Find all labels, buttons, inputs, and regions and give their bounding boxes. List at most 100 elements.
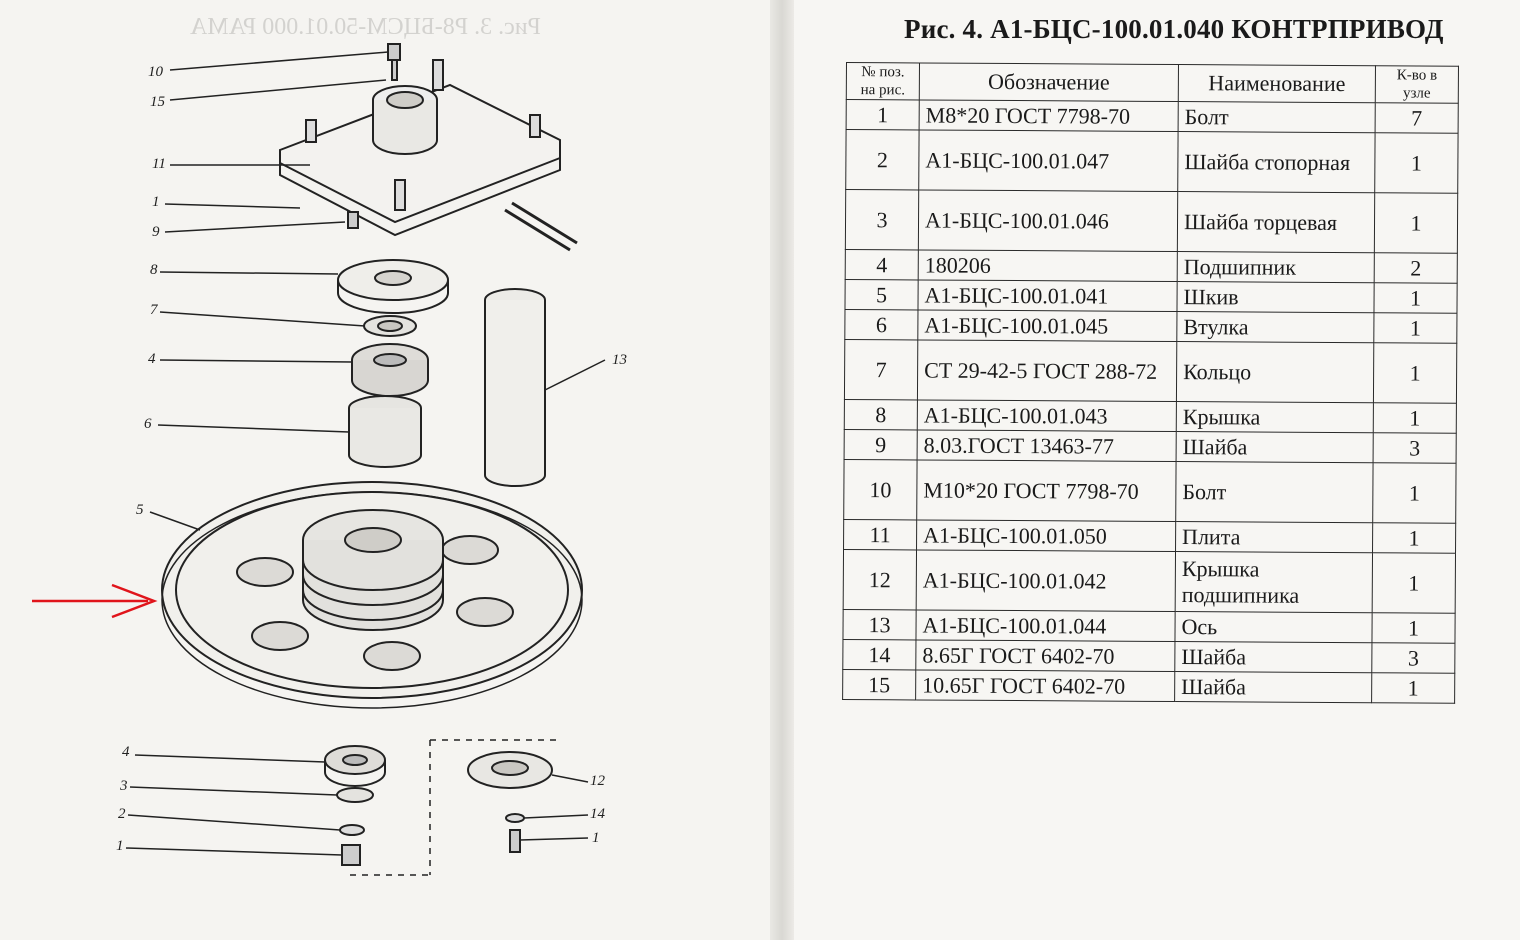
column-header-qty: К-во в узле <box>1375 65 1459 104</box>
row-pos: 9 <box>844 429 918 460</box>
row-name: Втулка <box>1176 311 1374 343</box>
callout-9: 9 <box>152 224 160 240</box>
callout-10: 10 <box>148 64 164 80</box>
callout-4b: 4 <box>122 744 130 760</box>
page-title: Рис. 4. А1-БЦС-100.01.040 КОНТРПРИВОД <box>904 14 1444 44</box>
row-pos: 11 <box>843 519 917 550</box>
row-designation: А1-БЦС-100.01.047 <box>918 129 1179 192</box>
row-name: Крышка <box>1176 401 1374 433</box>
callout-6: 6 <box>144 416 152 432</box>
callout-12: 12 <box>590 773 606 789</box>
callout-11: 11 <box>152 156 166 172</box>
row-pos: 15 <box>842 669 916 700</box>
callout-1c: 1 <box>592 830 600 846</box>
column-header-designation: Обозначение <box>919 62 1179 102</box>
row-qty: 1 <box>1374 192 1458 254</box>
row-name: Кольцо <box>1176 341 1374 403</box>
row-name: Шайба стопорная <box>1177 131 1376 193</box>
row-name: Шайба торцевая <box>1177 191 1375 253</box>
row-pos: 14 <box>842 639 916 670</box>
row-name: Шкив <box>1176 281 1375 313</box>
callout-5: 5 <box>136 502 144 518</box>
row-designation: 10.65Г ГОСТ 6402-70 <box>915 669 1175 702</box>
callout-2: 2 <box>118 806 126 822</box>
row-designation: А1-БЦС-100.01.042 <box>916 549 1176 612</box>
row-qty: 1 <box>1373 312 1457 344</box>
table-header-row: № поз. на рис. Обозначение Наименование … <box>846 62 1459 104</box>
row-designation: А1-БЦС-100.01.044 <box>915 609 1176 642</box>
row-designation: СТ 29-42-5 ГОСТ 288-72 <box>917 339 1177 402</box>
callout-1b: 1 <box>116 838 124 854</box>
row-pos: 1 <box>846 99 920 130</box>
column-header-name: Наименование <box>1178 64 1376 103</box>
row-qty: 2 <box>1374 252 1458 284</box>
row-qty: 1 <box>1371 672 1455 704</box>
row-name: Болт <box>1175 461 1374 523</box>
callout-13: 13 <box>612 352 627 368</box>
row-designation: 8.65Г ГОСТ 6402-70 <box>915 639 1175 672</box>
row-qty: 1 <box>1372 462 1457 524</box>
row-pos: 8 <box>844 399 918 430</box>
row-qty: 3 <box>1373 432 1457 464</box>
row-designation: А1-БЦС-100.01.045 <box>917 309 1177 342</box>
row-name: Крышка подшипника <box>1175 551 1373 613</box>
column-header-pos: № поз. на рис. <box>846 62 920 100</box>
callout-1: 1 <box>152 194 160 210</box>
row-designation: М10*20 ГОСТ 7798-70 <box>916 459 1177 522</box>
row-qty: 1 <box>1372 522 1456 554</box>
row-designation: 180206 <box>918 249 1178 282</box>
row-designation: А1-БЦС-100.01.041 <box>917 279 1178 312</box>
row-name: Плита <box>1175 521 1373 553</box>
row-designation: А1-БЦС-100.01.046 <box>918 189 1178 252</box>
row-pos: 13 <box>842 609 917 640</box>
row-pos: 3 <box>845 189 919 250</box>
row-pos: 5 <box>844 279 919 310</box>
row-designation: А1-БЦС-100.01.043 <box>917 399 1177 432</box>
callout-3: 3 <box>119 778 128 794</box>
row-name: Шайба <box>1176 431 1374 463</box>
callout-7: 7 <box>150 302 159 318</box>
row-designation: М8*20 ГОСТ 7798-70 <box>919 99 1179 132</box>
row-designation: А1-БЦС-100.01.050 <box>916 519 1176 552</box>
row-name: Шайба <box>1174 641 1372 673</box>
callout-14: 14 <box>590 806 606 822</box>
red-arrow-annotation <box>32 583 158 619</box>
callout-4: 4 <box>148 351 156 367</box>
row-pos: 4 <box>845 249 919 280</box>
parts-table: № поз. на рис. Обозначение Наименование … <box>842 62 1459 704</box>
row-pos: 2 <box>845 129 920 190</box>
row-pos: 6 <box>844 309 918 340</box>
row-pos: 10 <box>843 459 918 520</box>
row-qty: 1 <box>1373 282 1458 314</box>
row-qty: 1 <box>1374 132 1459 194</box>
row-qty: 7 <box>1375 102 1459 134</box>
right-page <box>780 0 1520 940</box>
row-designation: 8.03.ГОСТ 13463-77 <box>917 429 1177 462</box>
row-qty: 1 <box>1373 342 1457 404</box>
row-qty: 1 <box>1372 552 1456 614</box>
row-qty: 3 <box>1371 642 1455 674</box>
row-name: Ось <box>1174 611 1373 643</box>
exploded-drawing: 10 15 11 1 9 8 7 4 6 5 13 4 3 2 1 12 14 … <box>32 43 627 876</box>
book-gutter <box>770 0 794 940</box>
row-name: Болт <box>1178 101 1376 133</box>
row-pos: 12 <box>843 549 917 610</box>
row-name: Шайба <box>1174 671 1372 703</box>
row-qty: 1 <box>1373 402 1457 434</box>
callout-15: 15 <box>150 94 166 110</box>
row-pos: 7 <box>844 339 918 400</box>
row-qty: 1 <box>1371 612 1456 644</box>
